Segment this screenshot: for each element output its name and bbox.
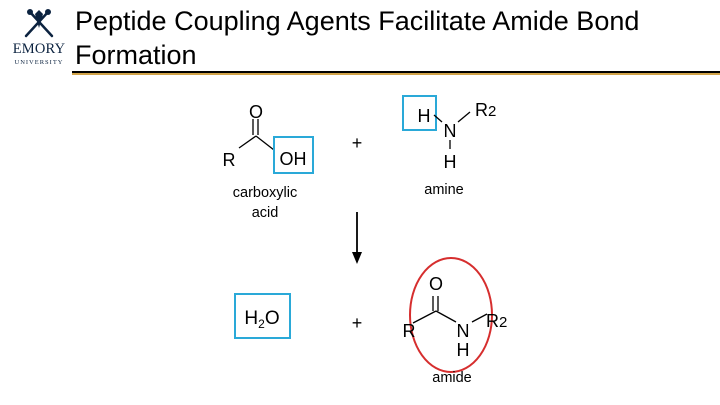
logo-subtitle: UNIVERSITY — [14, 59, 64, 66]
amide-highlight-circle — [409, 257, 493, 373]
amide-nitrogen: N — [457, 321, 470, 341]
amine-hydrogen: H — [444, 152, 457, 172]
amine-label: amine — [424, 182, 464, 198]
hydroxyl-highlight-box — [273, 136, 314, 174]
amide-r-group: R — [403, 321, 416, 341]
torch-crest-icon — [24, 9, 54, 38]
amide-carbonyl-oxygen: O — [429, 274, 443, 294]
acid-carbonyl-oxygen: O — [249, 102, 263, 122]
amine-structure: H N R2 H — [402, 95, 496, 172]
water-molecule: H2O — [234, 293, 291, 339]
amine-h-highlight-box — [402, 95, 437, 131]
reaction-arrow — [352, 212, 362, 264]
title-rule-gold — [72, 73, 720, 75]
carboxylic-acid-label: carboxylic acid — [232, 185, 298, 221]
logo-wordmark: EMORY — [12, 41, 66, 57]
amide-hydrogen: H — [457, 340, 470, 360]
amine-nitrogen: N — [444, 121, 457, 141]
amide-structure: O R N R2 H — [403, 257, 507, 373]
plus-sign-bottom: + — [352, 313, 363, 333]
plus-sign-top: + — [352, 133, 363, 153]
acid-hydroxyl: OH — [280, 149, 307, 169]
emory-logo: EMORY UNIVERSITY — [8, 6, 70, 70]
amide-r2-group: R2 — [486, 311, 507, 331]
amine-reactive-hydrogen: H — [418, 106, 431, 126]
acid-r-group: R — [223, 150, 236, 170]
amine-r2-group: R2 — [475, 100, 496, 120]
amide-label: amide — [432, 370, 472, 386]
water-formula: H2O — [244, 308, 279, 331]
carboxylic-acid-structure: O R OH — [223, 102, 314, 174]
water-highlight-box — [234, 293, 291, 339]
title-rule — [72, 71, 720, 73]
slide-title: Peptide Coupling Agents Facilitate Amide… — [75, 6, 640, 70]
